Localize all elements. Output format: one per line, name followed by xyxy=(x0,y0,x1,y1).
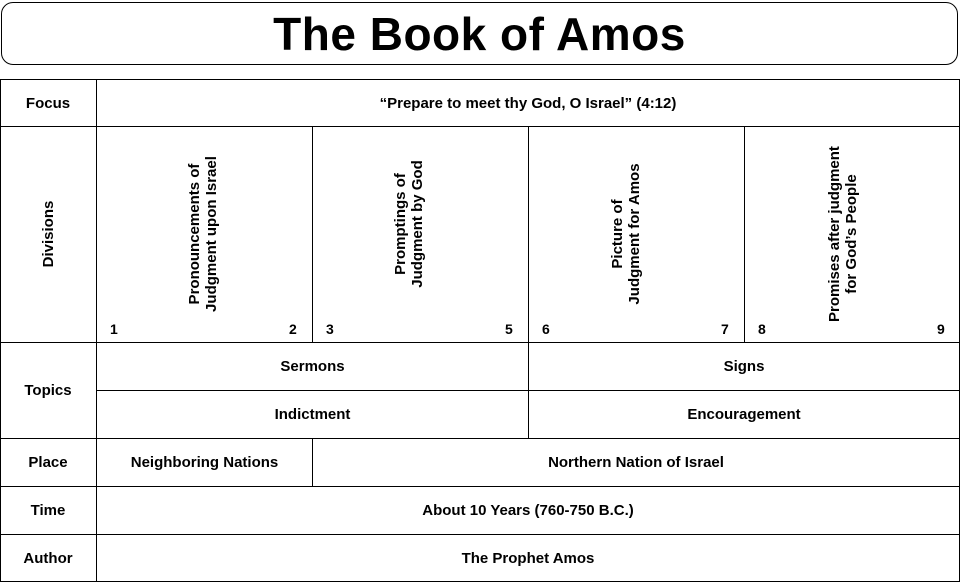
division-4-title: Promises after judgment for God’s People xyxy=(825,136,861,332)
division-1-line1: Pronouncements of xyxy=(186,163,203,305)
division-2-line1: Promptings of xyxy=(392,173,409,275)
division-4-line1: Promises after judgment xyxy=(826,146,843,322)
page-title: The Book of Amos xyxy=(273,7,686,60)
division-2-end: 5 xyxy=(505,321,513,337)
division-1-line2: Judgment upon Israel xyxy=(203,156,220,312)
topic-sermons: Sermons xyxy=(280,358,345,375)
division-1-title: Pronouncements of Judgment upon Israel xyxy=(185,126,221,342)
division-2-title: Promptings of Judgment by God xyxy=(391,126,427,322)
divisions-label: Divisions xyxy=(39,200,57,268)
division-3-title: Picture of Judgment for Amos xyxy=(608,136,644,332)
division-3-end: 7 xyxy=(721,321,729,337)
title-banner: The Book of Amos xyxy=(1,2,958,65)
time-label: Time xyxy=(30,502,66,519)
author-value: The Prophet Amos xyxy=(461,549,595,567)
division-4-end: 9 xyxy=(937,321,945,337)
division-3-line2: Judgment for Amos xyxy=(626,163,643,305)
place-label: Place xyxy=(28,454,68,471)
topic-indictment: Indictment xyxy=(274,406,351,423)
focus-label: Focus xyxy=(25,94,71,112)
time-value: About 10 Years (760-750 B.C.) xyxy=(422,502,634,519)
division-4-start: 8 xyxy=(758,321,766,337)
division-1-start: 1 xyxy=(110,321,118,337)
division-3-start: 6 xyxy=(542,321,550,337)
topic-signs: Signs xyxy=(723,358,765,375)
author-label: Author xyxy=(23,549,73,567)
topics-label: Topics xyxy=(24,382,72,399)
topic-encouragement: Encouragement xyxy=(687,406,801,423)
place-northern: Northern Nation of Israel xyxy=(548,454,724,471)
division-3-line1: Picture of xyxy=(609,199,626,269)
place-neighboring: Neighboring Nations xyxy=(130,454,279,471)
division-1-end: 2 xyxy=(289,321,297,337)
division-4-line2: for God’s People xyxy=(843,174,860,294)
focus-value: “Prepare to meet thy God, O Israel” (4:1… xyxy=(379,94,677,112)
division-2-start: 3 xyxy=(326,321,334,337)
division-2-line2: Judgment by God xyxy=(409,160,426,288)
